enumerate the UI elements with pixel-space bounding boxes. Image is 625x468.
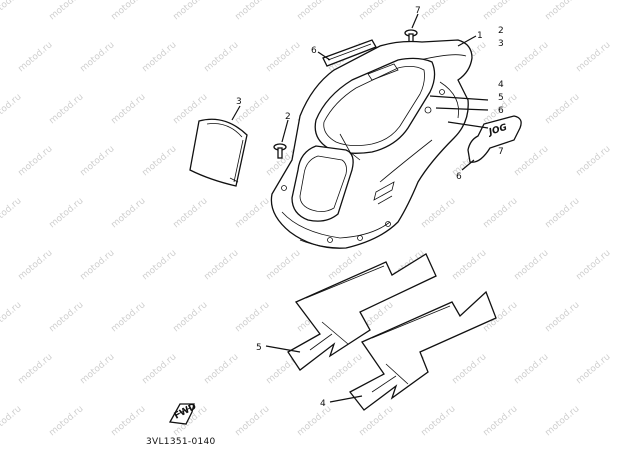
callout-3: 3	[236, 97, 242, 107]
watermark-text: motod.ru	[482, 196, 520, 230]
callout-6-lower: 6	[456, 172, 462, 182]
watermark-text: motod.ru	[234, 300, 272, 334]
screw-left	[273, 143, 287, 159]
watermark-text: motod.ru	[513, 248, 551, 282]
watermark-text: motod.ru	[0, 92, 24, 126]
callout-5-right: 5	[498, 93, 504, 103]
decal-strip-top	[322, 39, 377, 67]
watermark-text: motod.ru	[79, 248, 117, 282]
callout-6-right: 6	[498, 106, 504, 116]
callout-2-top: 2	[498, 26, 504, 36]
visor-panel	[189, 118, 248, 187]
watermark-text: motod.ru	[575, 40, 613, 74]
watermark-text: motod.ru	[110, 92, 148, 126]
watermark-text: motod.ru	[265, 248, 303, 282]
watermark-text: motod.ru	[141, 248, 179, 282]
callout-5: 5	[256, 343, 262, 353]
callout-6-top: 6	[311, 46, 317, 56]
watermark-text: motod.ru	[544, 404, 582, 438]
watermark-text: motod.ru	[482, 0, 520, 22]
watermark-text: motod.ru	[420, 404, 458, 438]
watermark-text: motod.ru	[544, 300, 582, 334]
watermark-text: motod.ru	[265, 40, 303, 74]
watermark-text: motod.ru	[48, 300, 86, 334]
callout-4-right: 4	[498, 80, 504, 90]
callout-7-right: 7	[498, 147, 504, 157]
watermark-text: motod.ru	[17, 144, 55, 178]
watermark-text: motod.ru	[544, 92, 582, 126]
watermark-text: motod.ru	[203, 248, 241, 282]
watermark-text: motod.ru	[544, 0, 582, 22]
watermark-text: motod.ru	[234, 404, 272, 438]
callout-4: 4	[320, 399, 326, 409]
watermark-text: motod.ru	[327, 352, 365, 386]
watermark-text: motod.ru	[420, 196, 458, 230]
watermark-text: motod.ru	[0, 0, 24, 22]
watermark-text: motod.ru	[513, 352, 551, 386]
watermark-text: motod.ru	[172, 196, 210, 230]
watermark-text: motod.ru	[544, 196, 582, 230]
callout-labels: 1 2 3 7 6 3 2 4 5 6 7 6 5 4	[236, 6, 504, 409]
watermark-text: motod.ru	[420, 0, 458, 22]
callout-1: 1	[477, 31, 483, 41]
watermark-text: motod.ru	[172, 300, 210, 334]
watermark-text: motod.ru	[575, 248, 613, 282]
watermark-text: motod.ru	[48, 92, 86, 126]
watermark-text: motod.ru	[141, 40, 179, 74]
watermark-text: motod.ru	[234, 0, 272, 22]
watermark-text: motod.ru	[141, 352, 179, 386]
watermark-text: motod.ru	[358, 0, 396, 22]
watermark-text: motod.ru	[48, 196, 86, 230]
watermark-text: motod.ru	[203, 352, 241, 386]
watermark-text: motod.ru	[451, 248, 489, 282]
watermark-text: motod.ru	[575, 144, 613, 178]
watermark-text: motod.ru	[172, 0, 210, 22]
watermark-text: motod.ru	[141, 144, 179, 178]
watermark-text: motod.ru	[451, 352, 489, 386]
watermark-text: motod.ru	[296, 0, 334, 22]
watermark-text: motod.ru	[110, 300, 148, 334]
watermark-text: motod.ru	[110, 404, 148, 438]
watermark-text: motod.ru	[0, 300, 24, 334]
watermark-text: motod.ru	[234, 196, 272, 230]
watermark-text: motod.ru	[17, 40, 55, 74]
callout-3-top: 3	[498, 39, 504, 49]
stripe-decal-left	[287, 253, 437, 371]
diagram-code: 3VL1351-0140	[146, 437, 216, 447]
watermark-text: motod.ru	[48, 0, 86, 22]
stripe-decal-right	[349, 290, 497, 411]
watermark-text: motod.ru	[0, 196, 24, 230]
leader-lines	[231, 13, 489, 403]
watermark-text: motod.ru	[513, 40, 551, 74]
watermark-text: motod.ru	[110, 196, 148, 230]
watermark-text: motod.ru	[17, 352, 55, 386]
emblem-decal: JOG	[467, 115, 522, 163]
watermark-text: motod.ru	[296, 404, 334, 438]
watermark-text: motod.ru	[48, 404, 86, 438]
watermark-text: motod.ru	[482, 404, 520, 438]
watermark-text: motod.ru	[0, 404, 24, 438]
watermark-text: motod.ru	[513, 144, 551, 178]
front-cover	[270, 39, 473, 249]
watermark-text: motod.ru	[203, 40, 241, 74]
callout-2: 2	[285, 112, 291, 122]
watermark-text: motod.ru	[17, 248, 55, 282]
watermark-text: motod.ru	[575, 352, 613, 386]
watermark-text: motod.ru	[79, 144, 117, 178]
watermark-text: motod.ru	[79, 40, 117, 74]
watermark-text: motod.ru	[79, 352, 117, 386]
callout-7-top: 7	[415, 6, 421, 16]
watermark-text: motod.ru	[110, 0, 148, 22]
